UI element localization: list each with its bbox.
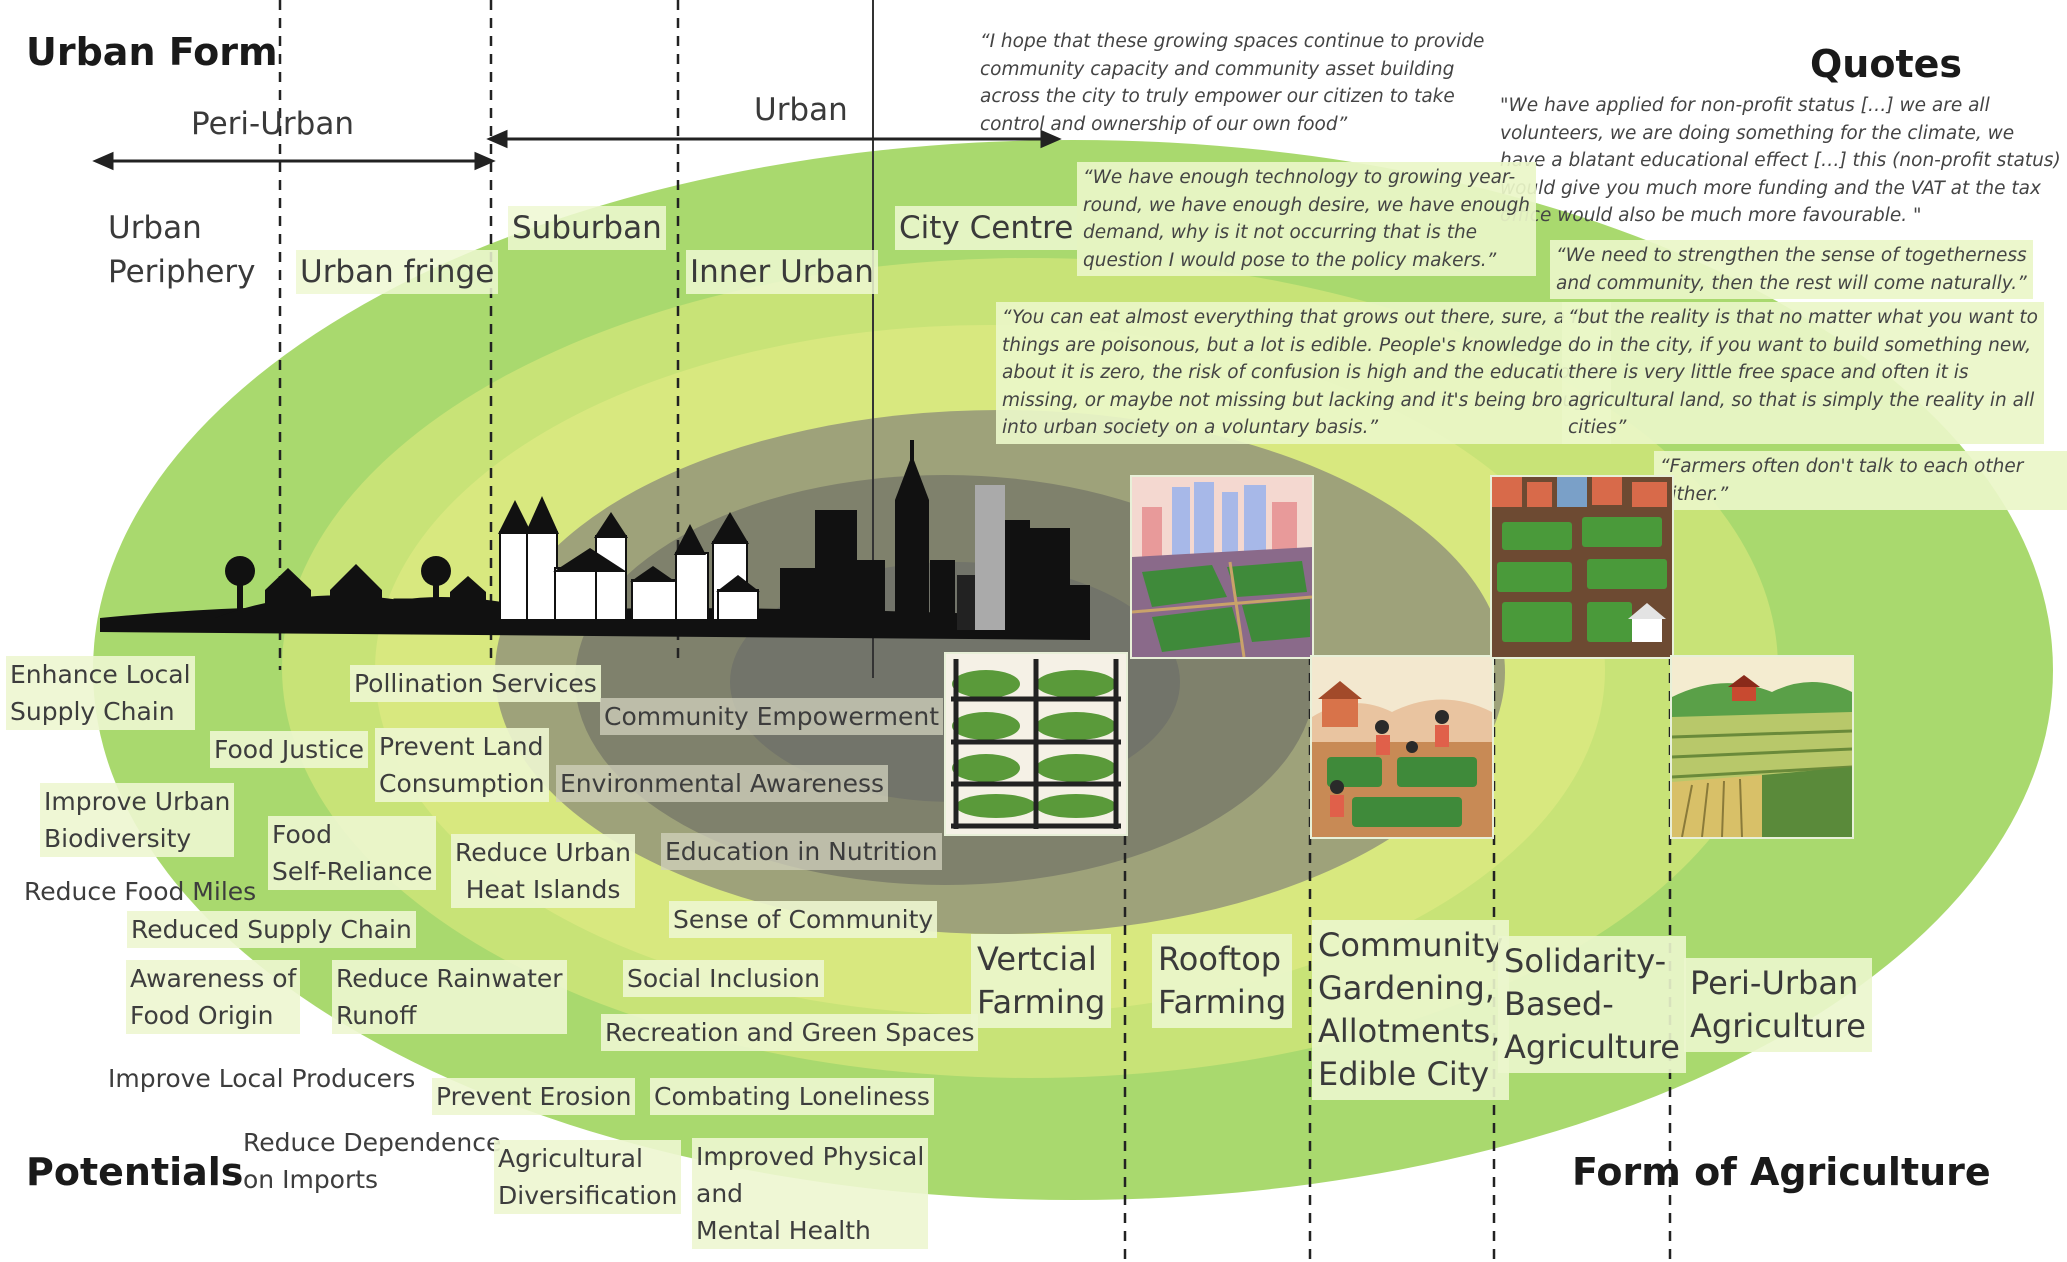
scale-urban-label: Urban [754, 92, 848, 128]
potential-sense-of-community: Sense of Community [669, 901, 938, 938]
potential-reduce-food-miles: Reduce Food Miles [24, 877, 257, 906]
potential-reduce-rainwater-runoff: Reduce Rainwater Runoff [332, 960, 567, 1034]
form-solidarity-based-agriculture: Solidarity- Based- Agriculture [1498, 936, 1686, 1073]
potential-prevent-erosion: Prevent Erosion [432, 1078, 636, 1115]
zone-dividers [278, 0, 1672, 1262]
form-community-gardening: Community Gardening, Allotments, Edible … [1312, 920, 1510, 1100]
potential-reduce-urban-heat-islands: Reduce Urban Heat Islands [451, 834, 636, 908]
potential-agricultural-diversification: Agricultural Diversification [494, 1140, 682, 1214]
potential-improve-urban-biodiversity: Improve Urban Biodiversity [40, 783, 235, 857]
form-vertical-farming: Vertcial Farming [971, 934, 1112, 1028]
solidarity-farm-image [1490, 475, 1674, 659]
potential-pollination-services: Pollination Services [350, 665, 601, 702]
zone-inner-urban: Inner Urban [686, 250, 878, 294]
zone-suburban: Suburban [508, 206, 666, 250]
potential-food-justice: Food Justice [210, 731, 369, 768]
peri-urban-fields-icon [1672, 657, 1852, 837]
community-garden-image [1310, 655, 1494, 839]
potential-community-empowerment: Community Empowerment [600, 698, 943, 735]
quote-edible-knowledge: “You can eat almost everything that grow… [996, 302, 1611, 444]
potential-improve-local-producers: Improve Local Producers [108, 1064, 416, 1093]
potential-reduced-supply-chain: Reduced Supply Chain [127, 911, 416, 948]
potential-food-self-reliance: Food Self-Reliance [268, 816, 437, 890]
quote-free-space: “but the reality is that no matter what … [1562, 302, 2044, 444]
zone-urban-fringe: Urban fringe [296, 250, 499, 294]
rooftop-farm-image [1130, 475, 1314, 659]
heading-urban-form: Urban Form [26, 30, 278, 74]
heading-potentials: Potentials [26, 1150, 244, 1194]
potential-combating-loneliness: Combating Loneliness [650, 1078, 934, 1115]
quote-community-capacity: “I hope that these growing spaces contin… [980, 31, 1485, 135]
peri-urban-farm-image [1670, 655, 1854, 839]
form-peri-urban-agriculture: Peri-Urban Agriculture [1684, 958, 1872, 1052]
scale-arrows [92, 129, 1062, 171]
quote-farmers: “Farmers often don't talk to each other … [1654, 451, 2067, 510]
potential-enhance-local-supply-chain: Enhance Local Supply Chain [6, 656, 195, 730]
potential-awareness-of-food-origin: Awareness of Food Origin [126, 960, 301, 1034]
heading-quotes: Quotes [1810, 42, 1963, 86]
potential-social-inclusion: Social Inclusion [623, 960, 824, 997]
zone-city-centre: City Centre [895, 206, 1078, 250]
quote-technology: “We have enough technology to growing ye… [1077, 162, 1536, 276]
potential-recreation-and-green-spaces: Recreation and Green Spaces [601, 1014, 979, 1051]
form-rooftop-farming: Rooftop Farming [1152, 934, 1293, 1028]
rooftop-farm-icon [1132, 477, 1312, 657]
skyline-icon [100, 440, 1090, 640]
potential-reduce-dependence-on-imports: Reduce Dependence on Imports [243, 1128, 502, 1194]
community-garden-icon [1312, 657, 1492, 837]
quote-non-profit-status: "We have applied for non-profit status [… [1500, 95, 2061, 226]
heading-form-of-agriculture: Form of Agriculture [1572, 1150, 1991, 1194]
quote-togetherness: “We need to strengthen the sense of toge… [1550, 240, 2033, 299]
vertical-farm-icon [946, 654, 1126, 834]
scale-peri-urban-label: Peri-Urban [191, 106, 354, 142]
zone-urban-periphery: Urban Periphery [108, 210, 256, 290]
potential-improved-physical-and-mental-health: Improved Physical and Mental Health [692, 1138, 929, 1249]
potential-environmental-awareness: Environmental Awareness [556, 765, 889, 802]
potential-education-in-nutrition: Education in Nutrition [661, 833, 942, 870]
vertical-farm-image [944, 652, 1128, 836]
potential-prevent-land-consumption: Prevent Land Consumption [375, 728, 549, 802]
solidarity-farm-icon [1492, 477, 1672, 657]
